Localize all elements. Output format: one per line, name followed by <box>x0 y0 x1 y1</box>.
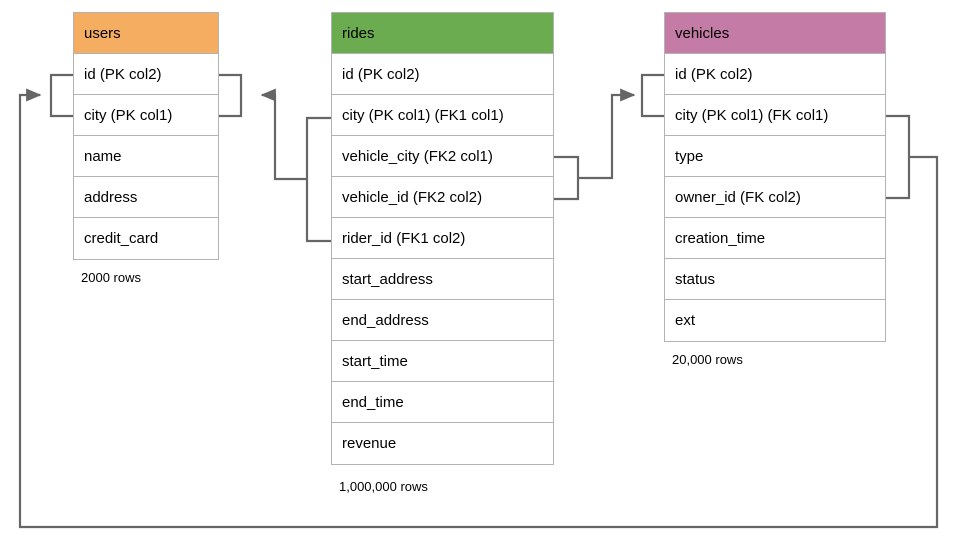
connector-users-left-bracket <box>49 73 73 118</box>
entity-vehicles-field-owner-id[interactable]: owner_id (FK col2) <box>665 177 885 218</box>
entity-vehicles-field-type[interactable]: type <box>665 136 885 177</box>
entity-users-field-name[interactable]: name <box>74 136 218 177</box>
entity-rides-field-vehicle-id[interactable]: vehicle_id (FK2 col2) <box>332 177 553 218</box>
connector-vehicles-right-bracket <box>886 114 911 200</box>
entity-users-header: users <box>74 13 218 54</box>
entity-vehicles-field-creation-time[interactable]: creation_time <box>665 218 885 259</box>
entity-rides-field-rider-id[interactable]: rider_id (FK1 col2) <box>332 218 553 259</box>
entity-rides-field-id[interactable]: id (PK col2) <box>332 54 553 95</box>
entity-vehicles-field-id[interactable]: id (PK col2) <box>665 54 885 95</box>
entity-vehicles[interactable]: vehicles id (PK col2) city (PK col1) (FK… <box>664 12 886 342</box>
connector-vehicles-left-bracket <box>640 73 664 118</box>
entity-vehicles-field-city[interactable]: city (PK col1) (FK col1) <box>665 95 885 136</box>
entity-users-field-address[interactable]: address <box>74 177 218 218</box>
entity-rides-field-start-address[interactable]: start_address <box>332 259 553 300</box>
entity-vehicles-field-ext[interactable]: ext <box>665 300 885 341</box>
entity-users-row-count: 2000 rows <box>81 270 141 285</box>
entity-users-field-city[interactable]: city (PK col1) <box>74 95 218 136</box>
entity-users-field-id[interactable]: id (PK col2) <box>74 54 218 95</box>
entity-rides-field-vehicle-city[interactable]: vehicle_city (FK2 col1) <box>332 136 553 177</box>
entity-vehicles-header: vehicles <box>665 13 885 54</box>
entity-rides-field-start-time[interactable]: start_time <box>332 341 553 382</box>
entity-rides-field-end-address[interactable]: end_address <box>332 300 553 341</box>
entity-users[interactable]: users id (PK col2) city (PK col1) name a… <box>73 12 219 260</box>
connector-rides-left-bracket <box>305 116 331 243</box>
connector-vehicles-to-users <box>18 88 939 529</box>
connector-rides-to-users <box>260 88 307 181</box>
connector-rides-to-vehicles <box>578 88 636 180</box>
entity-rides[interactable]: rides id (PK col2) city (PK col1) (FK1 c… <box>331 12 554 465</box>
entity-rides-field-city[interactable]: city (PK col1) (FK1 col1) <box>332 95 553 136</box>
connector-users-right-bracket <box>219 73 243 118</box>
entity-rides-row-count: 1,000,000 rows <box>339 479 428 494</box>
connector-rides-right-bracket <box>554 155 580 201</box>
entity-users-field-credit-card[interactable]: credit_card <box>74 218 218 259</box>
entity-rides-field-end-time[interactable]: end_time <box>332 382 553 423</box>
entity-rides-field-revenue[interactable]: revenue <box>332 423 553 464</box>
entity-vehicles-row-count: 20,000 rows <box>672 352 743 367</box>
entity-rides-header: rides <box>332 13 553 54</box>
entity-vehicles-field-status[interactable]: status <box>665 259 885 300</box>
